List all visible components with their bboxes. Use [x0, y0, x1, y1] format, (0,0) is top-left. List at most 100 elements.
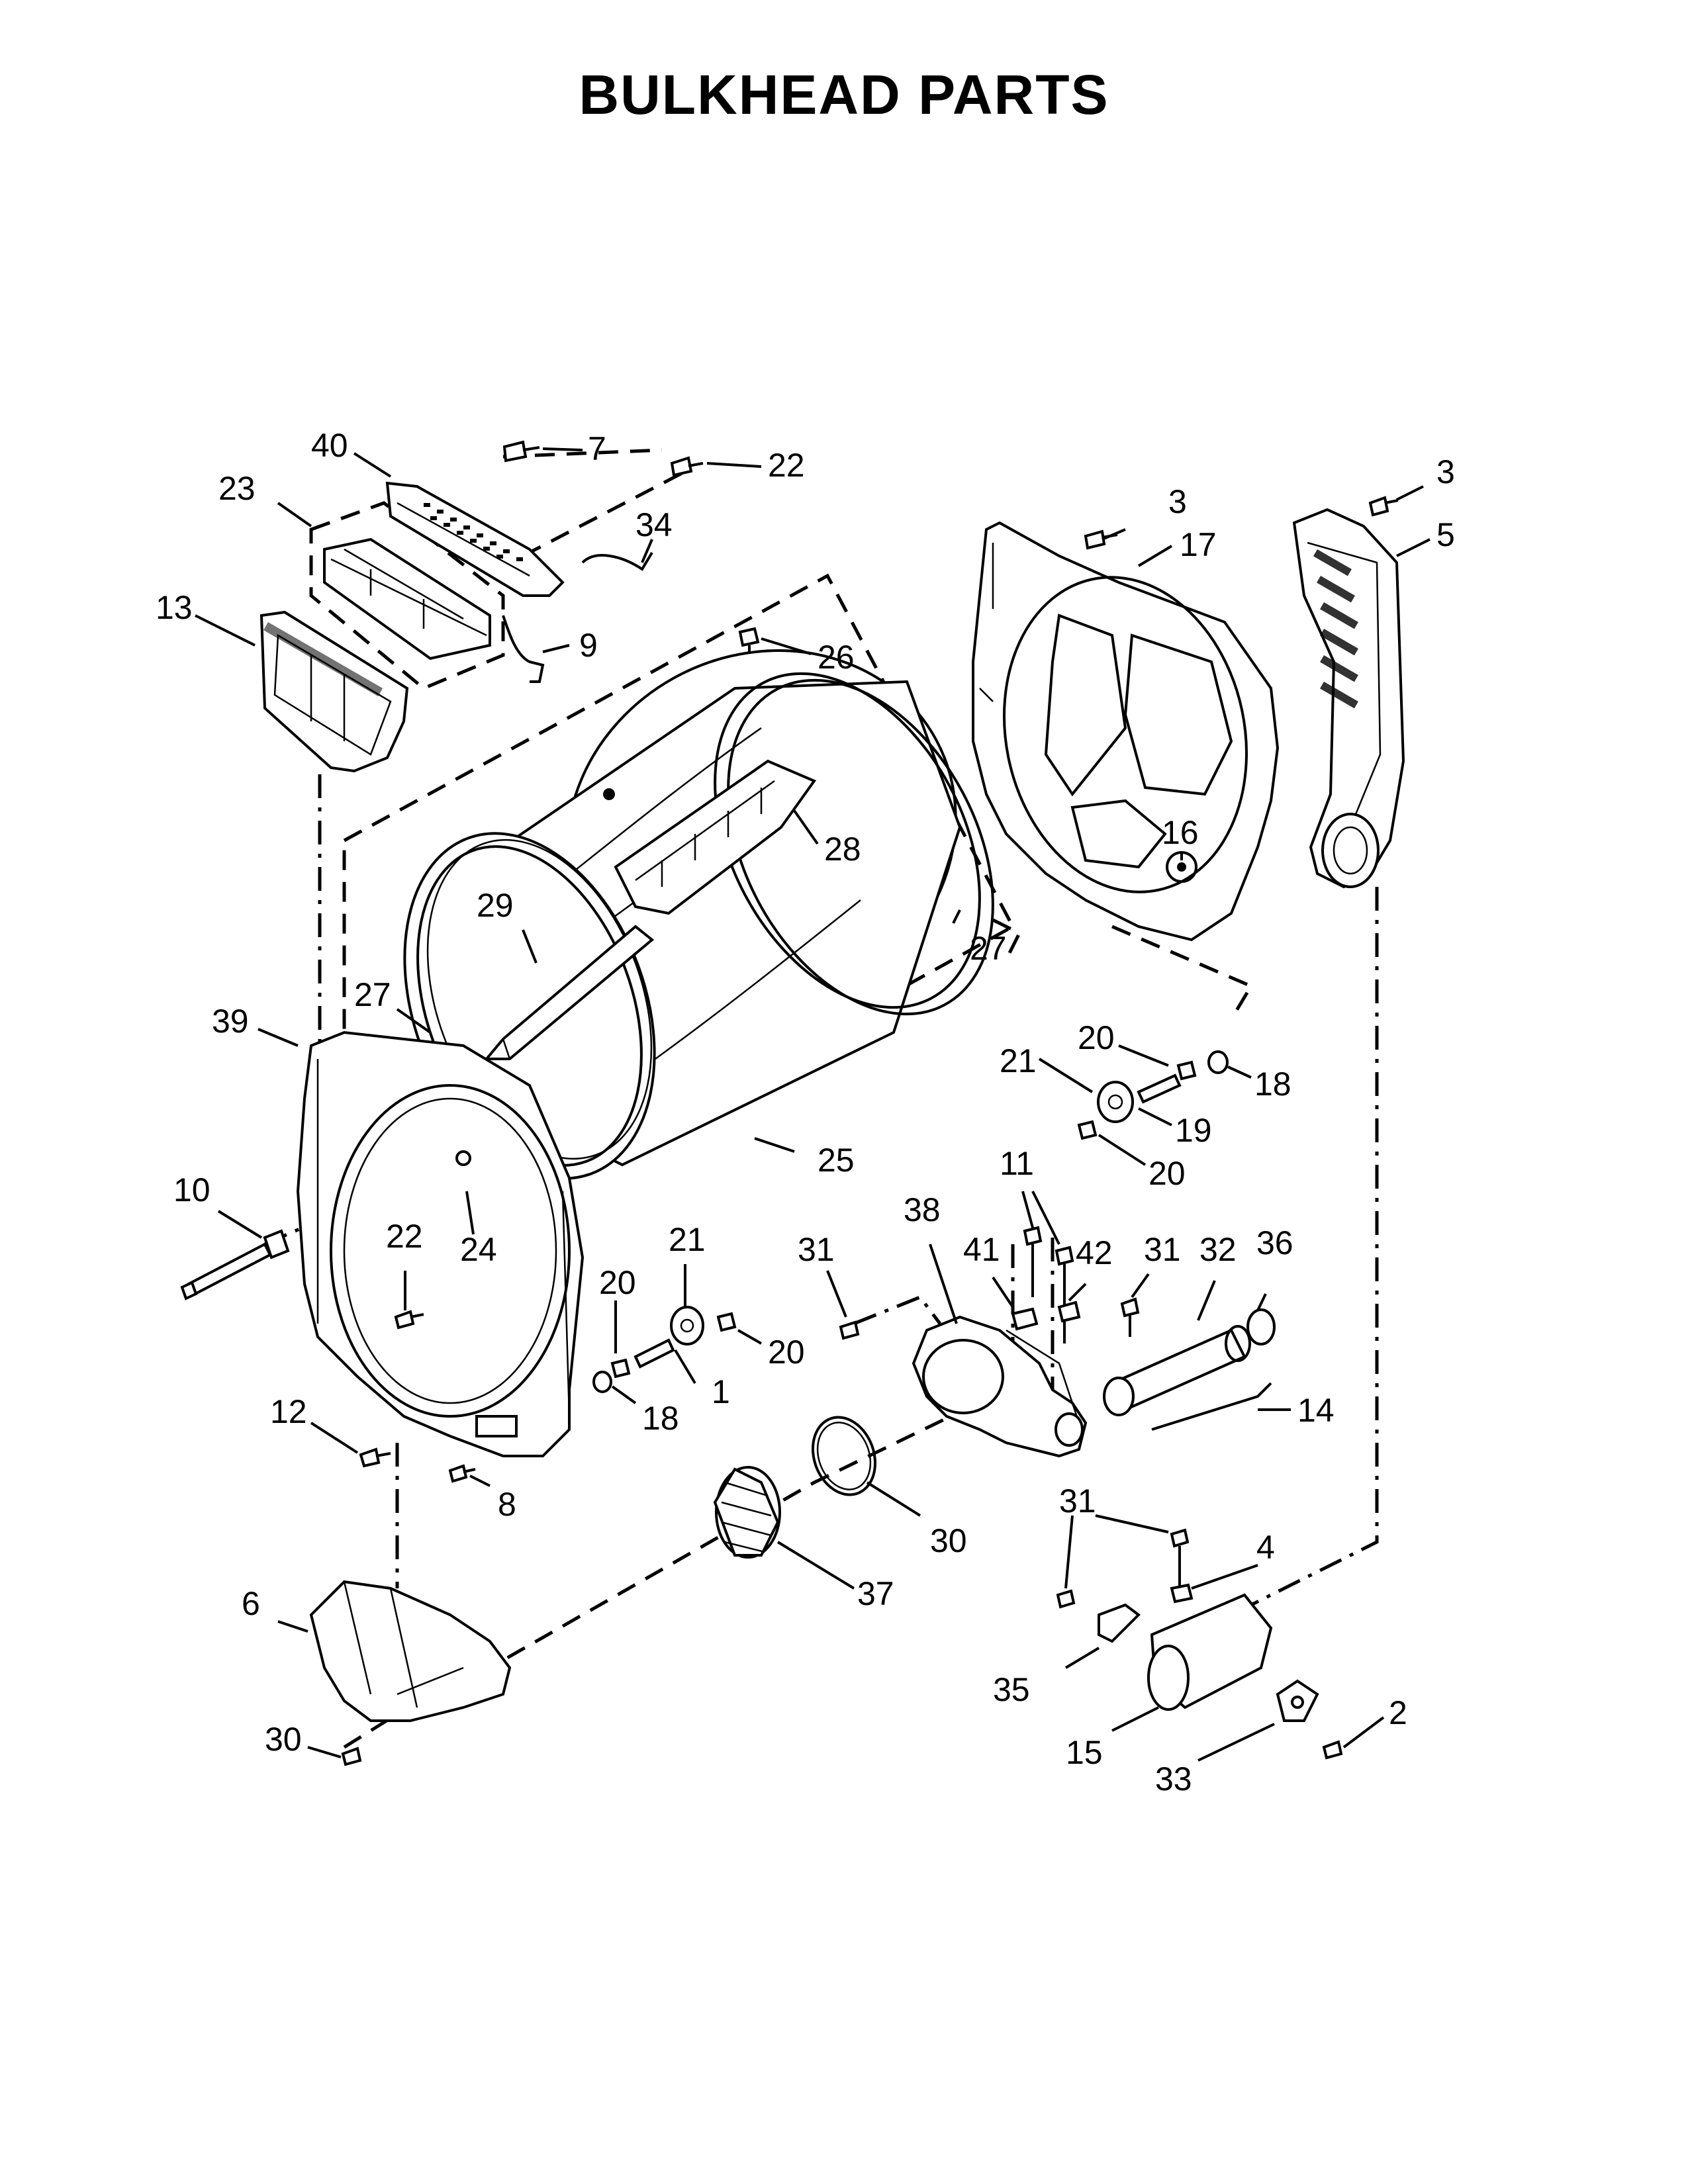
- part-4-clip: [1170, 1583, 1194, 1604]
- callout-22-front: 22: [386, 1218, 423, 1255]
- part-35-bracket: [1098, 1603, 1141, 1643]
- callout-31-heater: 31: [1059, 1482, 1096, 1520]
- callout-35: 35: [993, 1671, 1030, 1708]
- screw-7: [502, 440, 540, 463]
- part-17-rear-bulkhead: [972, 521, 1280, 942]
- callout-31-tube: 31: [1144, 1231, 1181, 1268]
- screw-31-heater-b: [1170, 1528, 1190, 1588]
- callout-14: 14: [1297, 1392, 1335, 1429]
- callout-25: 25: [818, 1142, 855, 1179]
- part-38-blower-housing: [912, 1315, 1088, 1458]
- part-14-thermal-fuse-wire: [1151, 1382, 1272, 1431]
- part-37-blower-wheel: [713, 1466, 781, 1559]
- callout-7: 7: [588, 430, 606, 467]
- callout-36: 36: [1256, 1224, 1293, 1261]
- callout-3-duct: 3: [1436, 453, 1455, 490]
- part-15-heater-can: [1147, 1593, 1273, 1711]
- callout-8: 8: [498, 1486, 516, 1523]
- callout-3-rear: 3: [1168, 483, 1187, 520]
- part-20-clip-rear-a: [1176, 1060, 1197, 1081]
- page-title: BULKHEAD PARTS: [579, 64, 1109, 126]
- callout-38: 38: [904, 1191, 941, 1228]
- part-32-blower-duct-tube: [1103, 1325, 1251, 1416]
- screw-2: [1322, 1740, 1343, 1760]
- callout-6: 6: [242, 1585, 260, 1622]
- callout-16: 16: [1162, 814, 1199, 851]
- callout-41: 41: [963, 1231, 1000, 1268]
- callout-labels: 40 7 22 23 34 13 9 26 28 29 27 27 25 3 1…: [156, 427, 1455, 1797]
- callout-21-front: 21: [669, 1221, 706, 1258]
- screw-31-tube: [1120, 1297, 1140, 1337]
- callout-34: 34: [635, 506, 673, 543]
- callout-23: 23: [218, 470, 256, 507]
- explode-line-screws-top: [502, 448, 690, 558]
- callout-20-rear-top: 20: [1078, 1019, 1115, 1056]
- callout-19: 19: [1175, 1112, 1212, 1149]
- part-9-sensor-harness: [502, 615, 545, 683]
- callout-30-ring: 30: [930, 1522, 967, 1559]
- callout-32: 32: [1199, 1231, 1237, 1268]
- callout-18-front: 18: [642, 1400, 679, 1437]
- callout-30-lower: 30: [265, 1721, 302, 1758]
- explode-line-blower-duct: [1011, 1238, 1055, 1390]
- part-33-igniter-bracket: [1276, 1679, 1319, 1722]
- callout-11: 11: [1000, 1145, 1034, 1182]
- part-13-lint-screen: [259, 610, 409, 773]
- part-29-baffle: [483, 925, 655, 1060]
- callout-39: 39: [212, 1003, 249, 1040]
- part-41-clip: [1011, 1307, 1039, 1331]
- part-40-lint-grille: [385, 481, 565, 597]
- screw-31-blower: [839, 1320, 860, 1340]
- callout-22-top: 22: [768, 447, 805, 484]
- part-6-lint-duct: [309, 1580, 512, 1722]
- explode-line-rear-to-bearing: [1111, 925, 1254, 1021]
- callout-33: 33: [1155, 1760, 1192, 1797]
- callout-10: 10: [173, 1171, 211, 1208]
- screw-30-lower: [341, 1747, 362, 1766]
- part-20-clip-front-a: [610, 1358, 631, 1379]
- callout-2: 2: [1389, 1694, 1407, 1731]
- part-34-wire: [581, 551, 653, 571]
- callout-13: 13: [156, 589, 193, 626]
- part-23-lint-housing: [323, 537, 491, 660]
- callout-27-rear: 27: [970, 930, 1007, 967]
- callout-31-blower: 31: [798, 1231, 835, 1268]
- callout-20-rear-bottom: 20: [1149, 1155, 1186, 1192]
- part-30-seal-ring: [811, 1416, 877, 1496]
- callout-40: 40: [311, 427, 348, 464]
- screw-11-b: [1055, 1246, 1074, 1343]
- callout-37: 37: [857, 1575, 894, 1612]
- part-10-mounting-bolt: [180, 1229, 290, 1300]
- explode-line-right-duct: [1230, 887, 1379, 1617]
- leader-lines: [195, 447, 1430, 1762]
- screw-8: [448, 1464, 476, 1483]
- callout-4: 4: [1256, 1529, 1275, 1566]
- part-36-o-ring: [1246, 1308, 1276, 1345]
- callout-18-rear: 18: [1254, 1066, 1291, 1103]
- callout-42: 42: [1076, 1234, 1113, 1271]
- lint-housing-group-outline: [309, 501, 505, 690]
- callout-9: 9: [579, 627, 598, 664]
- callout-24: 24: [460, 1231, 497, 1268]
- part-42-clamp: [1057, 1300, 1081, 1323]
- part-5-exhaust-duct: [1292, 508, 1405, 889]
- screw-12: [359, 1447, 391, 1468]
- callout-17: 17: [1180, 526, 1217, 563]
- part-21-bearing-hub-front: [670, 1306, 704, 1345]
- part-39-front-bulkhead: [296, 1030, 585, 1457]
- screw-31-heater-a: [1056, 1589, 1076, 1609]
- callout-26: 26: [818, 639, 855, 676]
- callout-1: 1: [712, 1373, 730, 1410]
- part-19-shaft-rear: [1137, 1073, 1182, 1104]
- part-21-bearing-hub-rear: [1097, 1081, 1134, 1123]
- callout-12: 12: [270, 1393, 307, 1430]
- part-18-washer-front: [592, 1371, 612, 1393]
- part-20-clip-rear-b: [1077, 1120, 1098, 1140]
- part-28-drum-baffle: [614, 759, 817, 915]
- callout-15: 15: [1066, 1734, 1103, 1771]
- screw-11-a: [1023, 1226, 1043, 1297]
- part-1-shaft-front: [633, 1338, 675, 1369]
- explode-line-screw-to-blower: [853, 1295, 941, 1326]
